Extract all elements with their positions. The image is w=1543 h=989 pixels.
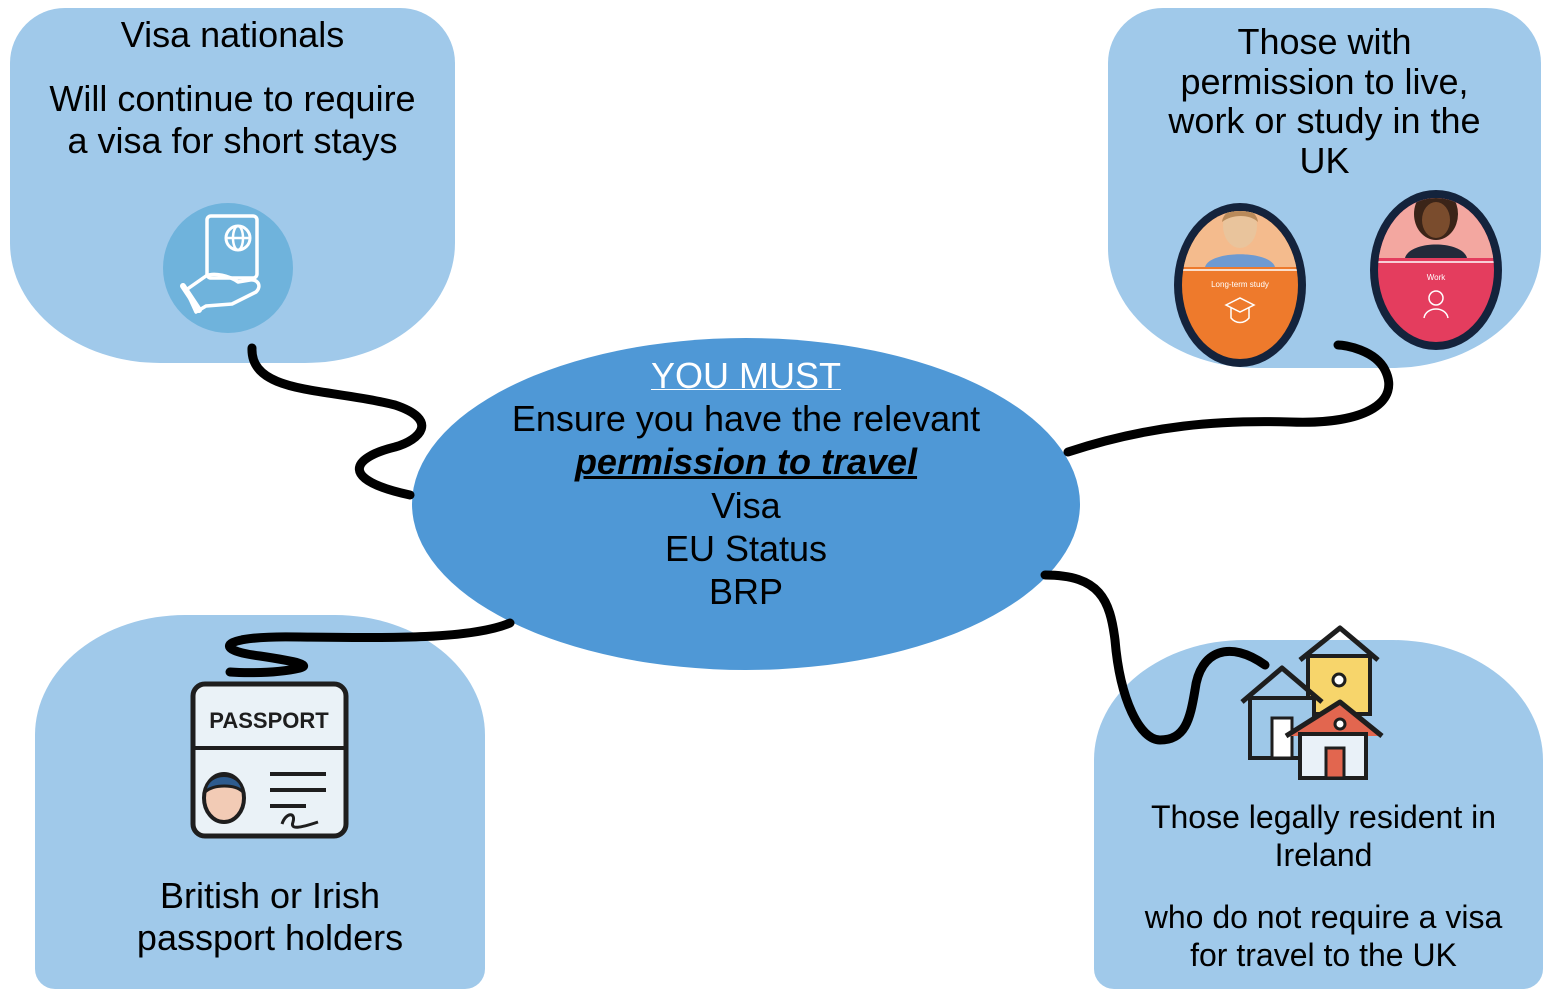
center-text-block: YOU MUST Ensure you have the relevant pe… (412, 354, 1080, 613)
houses-icon (1240, 625, 1384, 780)
center-item-eu-status: EU Status (664, 527, 828, 569)
connector-bottom-right (1040, 570, 1270, 745)
connector-bottom-left (225, 618, 515, 678)
ireland-residents-line1: Those legally resident in Ireland (1150, 799, 1497, 874)
center-heading: YOU MUST (650, 355, 841, 396)
passport-hand-icon (163, 203, 293, 333)
permission-holders-text: Those with permission to live, work or s… (1168, 21, 1481, 181)
center-item-brp: BRP (708, 570, 784, 612)
avatar-label-study: Long-term study (1211, 280, 1269, 289)
ireland-residents-line2: who do not require a visa for travel to … (1144, 899, 1503, 974)
center-ellipse (412, 338, 1080, 670)
visa-nationals-body: Will continue to require a visa for shor… (49, 78, 416, 162)
center-line1: Ensure you have the relevant (511, 398, 981, 440)
passport-holders-text: British or Irish passport holders (136, 875, 404, 959)
visa-nationals-title: Visa nationals (120, 14, 345, 55)
worker-avatar: Work (1370, 190, 1502, 350)
connector-top-left (247, 343, 427, 500)
avatar-label-work: Work (1427, 273, 1447, 282)
passport-icon: PASSPORT (190, 681, 349, 839)
connector-top-right (1063, 340, 1394, 457)
student-avatar: Long-term study (1174, 203, 1306, 367)
center-item-visa: Visa (711, 484, 781, 526)
center-emphasis: permission to travel (574, 441, 918, 483)
passport-word: PASSPORT (209, 708, 329, 733)
